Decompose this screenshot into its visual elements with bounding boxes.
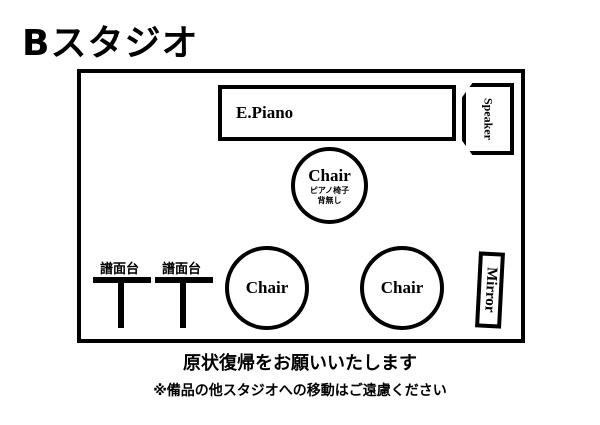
music-stand-label: 譜面台 [100, 262, 140, 277]
chair-note: ピアノ椅子 [309, 185, 350, 195]
chair-note: 背無し [317, 195, 342, 205]
piano-chair: Chair ピアノ椅子 背無し [291, 147, 368, 224]
chair: Chair [360, 246, 444, 330]
music-stand-leg [118, 277, 124, 328]
studio-title: Bスタジオ [22, 23, 199, 64]
speaker [462, 83, 514, 155]
chair-label: Chair [308, 165, 351, 185]
music-stand-leg [180, 277, 186, 328]
mirror-label: Mirror [481, 266, 500, 314]
chair-label: Chair [245, 278, 289, 297]
chair-label: Chair [380, 278, 424, 297]
restore-notice: 原状復帰をお願いいたします [183, 353, 417, 374]
room-outline [77, 69, 525, 343]
music-stand-label: 譜面台 [162, 262, 202, 277]
chair: Chair [225, 246, 309, 330]
mirror: Mirror [475, 251, 505, 329]
speaker-label: Speaker [481, 98, 496, 140]
e-piano: E.Piano [218, 85, 456, 141]
equipment-notice: ※備品の他スタジオへの移動はご遠慮ください [153, 383, 447, 399]
